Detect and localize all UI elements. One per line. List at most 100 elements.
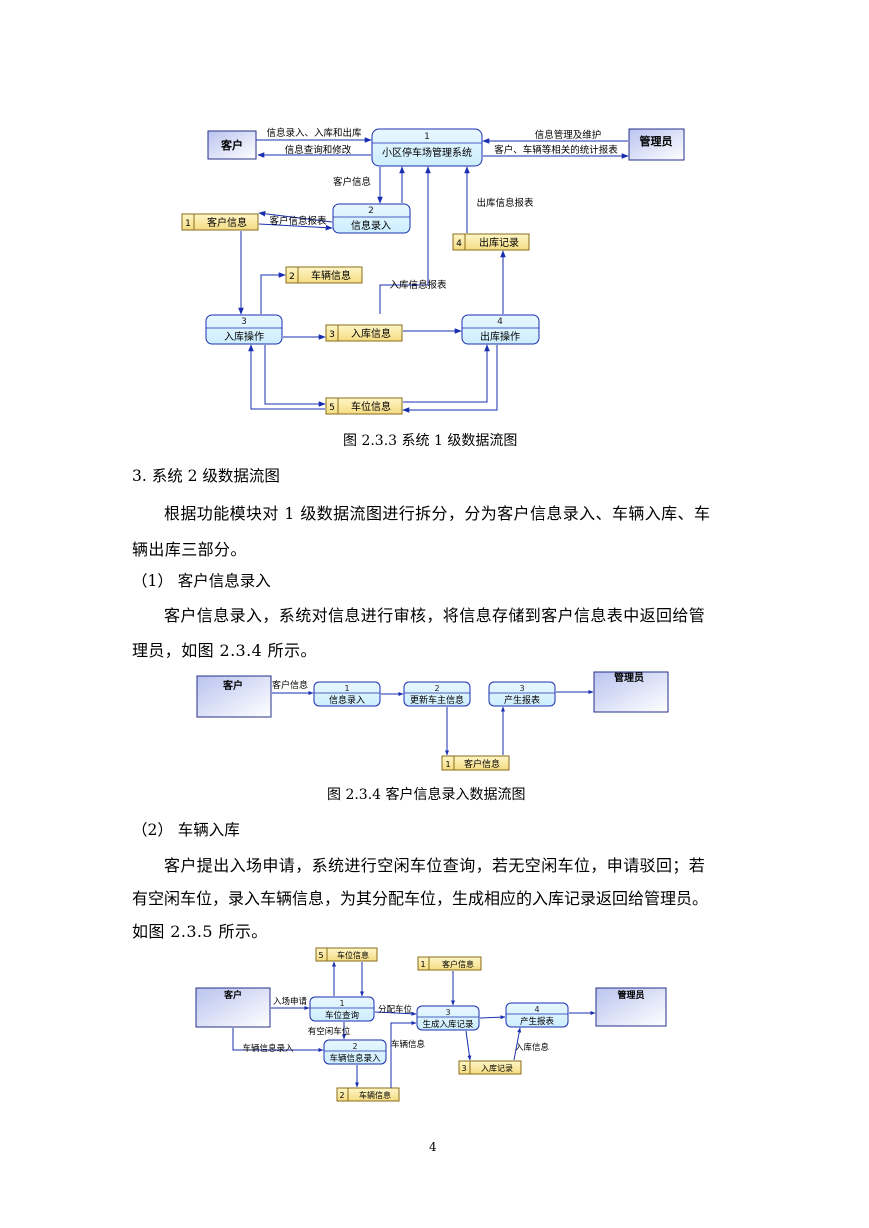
flow-label-customer-report: 客户信息报表 bbox=[269, 215, 327, 227]
flow-label-query: 信息查询和修改 bbox=[285, 144, 352, 156]
svg-text:车辆信息: 车辆信息 bbox=[311, 269, 351, 282]
svg-text:1: 1 bbox=[344, 684, 349, 693]
svg-text:客户: 客户 bbox=[223, 989, 242, 1001]
svg-text:4: 4 bbox=[497, 317, 503, 327]
d3-store-in-record: 3 入库记录 bbox=[458, 1060, 522, 1075]
svg-text:产生报表: 产生报表 bbox=[504, 694, 540, 706]
svg-text:车位信息: 车位信息 bbox=[337, 950, 369, 960]
paragraph-1-line-2: 辆出库三部分。 bbox=[132, 540, 247, 559]
flow-label-customer-info: 客户信息 bbox=[333, 176, 371, 188]
store-space-info: 5 车位信息 bbox=[325, 397, 403, 415]
paragraph-3-line-2: 有空闲车位，录入车辆信息，为其分配车位，生成相应的入库记录返回给管理员。 bbox=[132, 889, 709, 908]
svg-text:4: 4 bbox=[456, 239, 462, 249]
svg-text:小区停车场管理系统: 小区停车场管理系统 bbox=[382, 146, 472, 159]
svg-text:2: 2 bbox=[339, 1091, 344, 1100]
svg-text:入库记录: 入库记录 bbox=[481, 1063, 513, 1073]
flow-label-out-report: 出库信息报表 bbox=[476, 197, 534, 209]
paragraph-3-line-1: 客户提出入场申请，系统进行空闲车位查询，若无空闲车位，申请驳回；若 bbox=[164, 856, 706, 875]
d3-flow-label-free: 有空闲车位 bbox=[308, 1026, 351, 1037]
store-in-info: 3 入库信息 bbox=[325, 324, 403, 342]
svg-text:车辆信息录入: 车辆信息录入 bbox=[329, 1053, 381, 1064]
d3-store-space-info: 5 车位信息 bbox=[315, 947, 378, 962]
d2-process-update-owner: 2 更新车主信息 bbox=[403, 681, 471, 707]
flow-label-entry: 信息录入、入库和出库 bbox=[266, 127, 362, 139]
svg-text:2: 2 bbox=[352, 1042, 357, 1051]
svg-text:客户: 客户 bbox=[222, 679, 243, 692]
svg-text:车辆信息: 车辆信息 bbox=[359, 1090, 391, 1100]
process-info-entry: 2 信息录入 bbox=[332, 203, 411, 234]
svg-text:1: 1 bbox=[420, 960, 425, 969]
svg-text:客户: 客户 bbox=[220, 138, 243, 152]
d3-flow-label-vehicle-entry: 车辆信息录入 bbox=[242, 1043, 294, 1054]
entity-admin: 管理员 bbox=[628, 128, 685, 161]
paragraph-3-line-3: 如图 2.3.5 所示。 bbox=[132, 922, 268, 941]
flow-label-in-report: 入库信息报表 bbox=[389, 279, 447, 291]
diagram-3-flows bbox=[232, 961, 596, 1088]
svg-text:生成入库记录: 生成入库记录 bbox=[422, 1019, 474, 1030]
page-number: 4 bbox=[429, 1140, 437, 1154]
flow-label-maintain: 信息管理及维护 bbox=[535, 129, 602, 141]
process-out-operation: 4 出库操作 bbox=[461, 314, 540, 345]
diagram-2-customer-entry-dfd: 客户 管理员 1 信息录入 2 更新车主信息 3 产生报表 1 客 bbox=[196, 671, 669, 771]
svg-text:更新车主信息: 更新车主信息 bbox=[410, 694, 464, 706]
store-vehicle-info: 2 车辆信息 bbox=[285, 266, 363, 284]
svg-text:2: 2 bbox=[289, 272, 295, 282]
d2-process-info-entry: 1 信息录入 bbox=[313, 681, 381, 707]
flow-label-stats: 客户、车辆等相关的统计报表 bbox=[494, 144, 618, 156]
svg-text:2: 2 bbox=[434, 684, 439, 693]
svg-text:1: 1 bbox=[339, 999, 344, 1008]
diagram-3-vehicle-in-dfd: 客户 管理员 5 车位信息 1 客户信息 1 车位查询 2 车辆信 bbox=[195, 947, 667, 1102]
svg-text:车位信息: 车位信息 bbox=[351, 400, 391, 413]
svg-text:3: 3 bbox=[241, 317, 247, 327]
d2-flow-label-customer-info: 客户信息 bbox=[272, 679, 308, 691]
d3-process-space-query: 1 车位查询 bbox=[309, 996, 375, 1022]
svg-text:入库信息: 入库信息 bbox=[351, 327, 391, 340]
svg-text:客户信息: 客户信息 bbox=[442, 959, 474, 969]
d2-process-report: 3 产生报表 bbox=[488, 681, 556, 707]
svg-text:1: 1 bbox=[424, 132, 430, 142]
svg-text:3: 3 bbox=[329, 330, 335, 340]
d3-process-report: 4 产生报表 bbox=[505, 1002, 569, 1028]
figure-caption-2-3-3: 图 2.3.3 系统 1 级数据流图 bbox=[343, 433, 518, 449]
svg-text:管理员: 管理员 bbox=[640, 134, 673, 148]
process-main-system: 1 小区停车场管理系统 bbox=[371, 128, 483, 167]
diagram-1-level1-dfd: 客户 管理员 1 小区停车场管理系统 2 信息录入 3 入库操作 bbox=[181, 127, 685, 415]
svg-text:客户信息: 客户信息 bbox=[207, 216, 247, 229]
svg-text:5: 5 bbox=[318, 951, 323, 960]
store-out-record: 4 出库记录 bbox=[452, 233, 530, 251]
svg-text:3: 3 bbox=[445, 1008, 450, 1017]
svg-text:3: 3 bbox=[519, 684, 524, 693]
figure-caption-2-3-4: 图 2.3.4 客户信息录入数据流图 bbox=[327, 787, 526, 803]
svg-text:车位查询: 车位查询 bbox=[325, 1010, 359, 1021]
d3-flow-label-assign: 分配车位 bbox=[378, 1004, 413, 1015]
svg-text:客户信息: 客户信息 bbox=[464, 758, 500, 770]
paragraph-2-line-1: 客户信息录入，系统对信息进行审核，将信息存储到客户信息表中返回给管 bbox=[164, 606, 706, 625]
svg-text:信息录入: 信息录入 bbox=[351, 219, 391, 232]
diagram-1-flow-labels: 信息录入、入库和出库 信息查询和修改 信息管理及维护 客户、车辆等相关的统计报表… bbox=[266, 127, 618, 291]
d3-entity-admin: 管理员 bbox=[595, 987, 667, 1027]
store-customer-info: 1 客户信息 bbox=[181, 213, 259, 231]
diagram-2-flows bbox=[272, 690, 594, 756]
svg-text:5: 5 bbox=[329, 403, 335, 413]
d3-flow-label-in-info: 入库信息 bbox=[515, 1042, 550, 1053]
d3-entity-customer: 客户 bbox=[195, 987, 271, 1028]
svg-text:出库记录: 出库记录 bbox=[479, 236, 519, 249]
diagram-1-flows bbox=[238, 137, 629, 413]
entity-customer: 客户 bbox=[207, 130, 257, 160]
d3-process-vehicle-entry: 2 车辆信息录入 bbox=[323, 1039, 387, 1065]
section-heading-3: 3. 系统 2 级数据流图 bbox=[132, 467, 280, 485]
d3-flow-label-apply: 入场申请 bbox=[273, 996, 308, 1007]
svg-text:出库操作: 出库操作 bbox=[480, 330, 520, 343]
paragraph-2-line-2: 理员，如图 2.3.4 所示。 bbox=[132, 641, 317, 660]
d3-flow-label-vehicle-info: 车辆信息 bbox=[391, 1039, 426, 1050]
d3-process-generate-in-record: 3 生成入库记录 bbox=[416, 1005, 480, 1031]
svg-text:入库操作: 入库操作 bbox=[224, 330, 264, 343]
svg-text:3: 3 bbox=[461, 1064, 466, 1073]
process-in-operation: 3 入库操作 bbox=[205, 314, 283, 345]
paragraph-1-line-1: 根据功能模块对 1 级数据流图进行拆分，分为客户信息录入、车辆入库、车 bbox=[164, 504, 711, 523]
d2-entity-customer: 客户 bbox=[196, 675, 272, 718]
d3-store-vehicle-info: 2 车辆信息 bbox=[336, 1087, 400, 1102]
svg-text:1: 1 bbox=[445, 760, 450, 769]
